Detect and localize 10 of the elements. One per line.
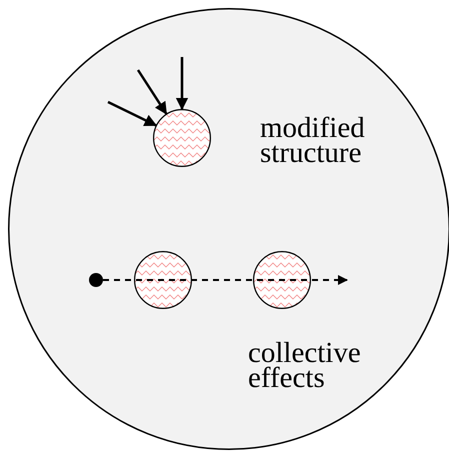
dashed-arrow: [103, 275, 348, 285]
particle-circle: [134, 251, 192, 309]
arrow: [136, 69, 168, 115]
text-label: modified structure: [260, 116, 366, 166]
particle-circle: [253, 251, 311, 309]
text-label: collective effects: [248, 341, 362, 391]
arrow: [176, 57, 188, 110]
arrow: [107, 100, 158, 126]
particle-circle: [153, 109, 211, 167]
start-dot: [89, 273, 103, 287]
